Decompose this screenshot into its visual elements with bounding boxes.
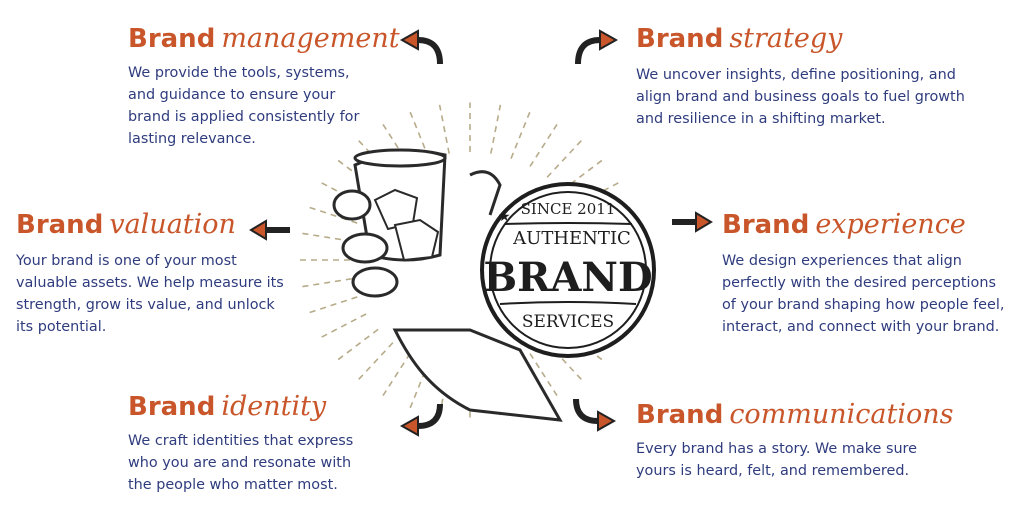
ray bbox=[510, 111, 531, 159]
hand-with-glass-icon bbox=[332, 148, 563, 422]
badge-since-text: SINCE 2011 bbox=[521, 200, 616, 218]
ray bbox=[529, 353, 559, 397]
title-name: valuation bbox=[109, 209, 236, 240]
title-brand: Brand bbox=[16, 210, 104, 240]
title-name: experience bbox=[815, 209, 966, 240]
title-name: strategy bbox=[729, 23, 843, 54]
arrow-right-curved-icon bbox=[575, 29, 619, 65]
ray bbox=[529, 123, 559, 167]
ray bbox=[381, 123, 411, 167]
arrow-right-icon bbox=[672, 211, 713, 233]
arrow-left-icon bbox=[249, 219, 290, 241]
ray bbox=[305, 296, 358, 315]
ray bbox=[438, 104, 450, 154]
title-name: identity bbox=[221, 391, 327, 422]
ray bbox=[546, 138, 584, 178]
description: We provide the tools, systems,and guidan… bbox=[128, 65, 360, 147]
title-brand: Brand bbox=[128, 24, 216, 54]
arrow-left-curved-icon bbox=[399, 29, 443, 65]
ray bbox=[305, 205, 358, 224]
ray bbox=[381, 353, 411, 397]
brand-badge: SINCE 2011 AUTHENTIC BRAND SERVICES ★ bbox=[480, 182, 656, 358]
arrow-down-left-curved-icon bbox=[399, 403, 443, 437]
arrow-down-right-curved-icon bbox=[573, 398, 617, 432]
title-brand: Brand bbox=[636, 24, 724, 54]
ray bbox=[335, 328, 379, 362]
ray bbox=[546, 342, 584, 382]
ray bbox=[561, 158, 605, 192]
badge-brand-text: BRAND bbox=[483, 254, 652, 301]
title-brand: Brand bbox=[636, 400, 724, 430]
ray bbox=[409, 111, 430, 159]
description: We uncover insights, define positioning,… bbox=[636, 67, 965, 127]
ray bbox=[490, 104, 502, 154]
title-name: management bbox=[221, 23, 400, 54]
ray bbox=[318, 313, 367, 340]
ray bbox=[297, 277, 352, 289]
badge-authentic-text: AUTHENTIC bbox=[512, 228, 631, 249]
star-icon: ★ bbox=[498, 209, 511, 225]
badge-services-text: SERVICES bbox=[522, 312, 614, 332]
ray bbox=[356, 342, 394, 382]
title-brand: Brand bbox=[128, 392, 216, 422]
ray bbox=[409, 361, 430, 409]
ray bbox=[297, 231, 352, 243]
title-name: communications bbox=[729, 399, 954, 430]
title-brand: Brand bbox=[722, 210, 810, 240]
